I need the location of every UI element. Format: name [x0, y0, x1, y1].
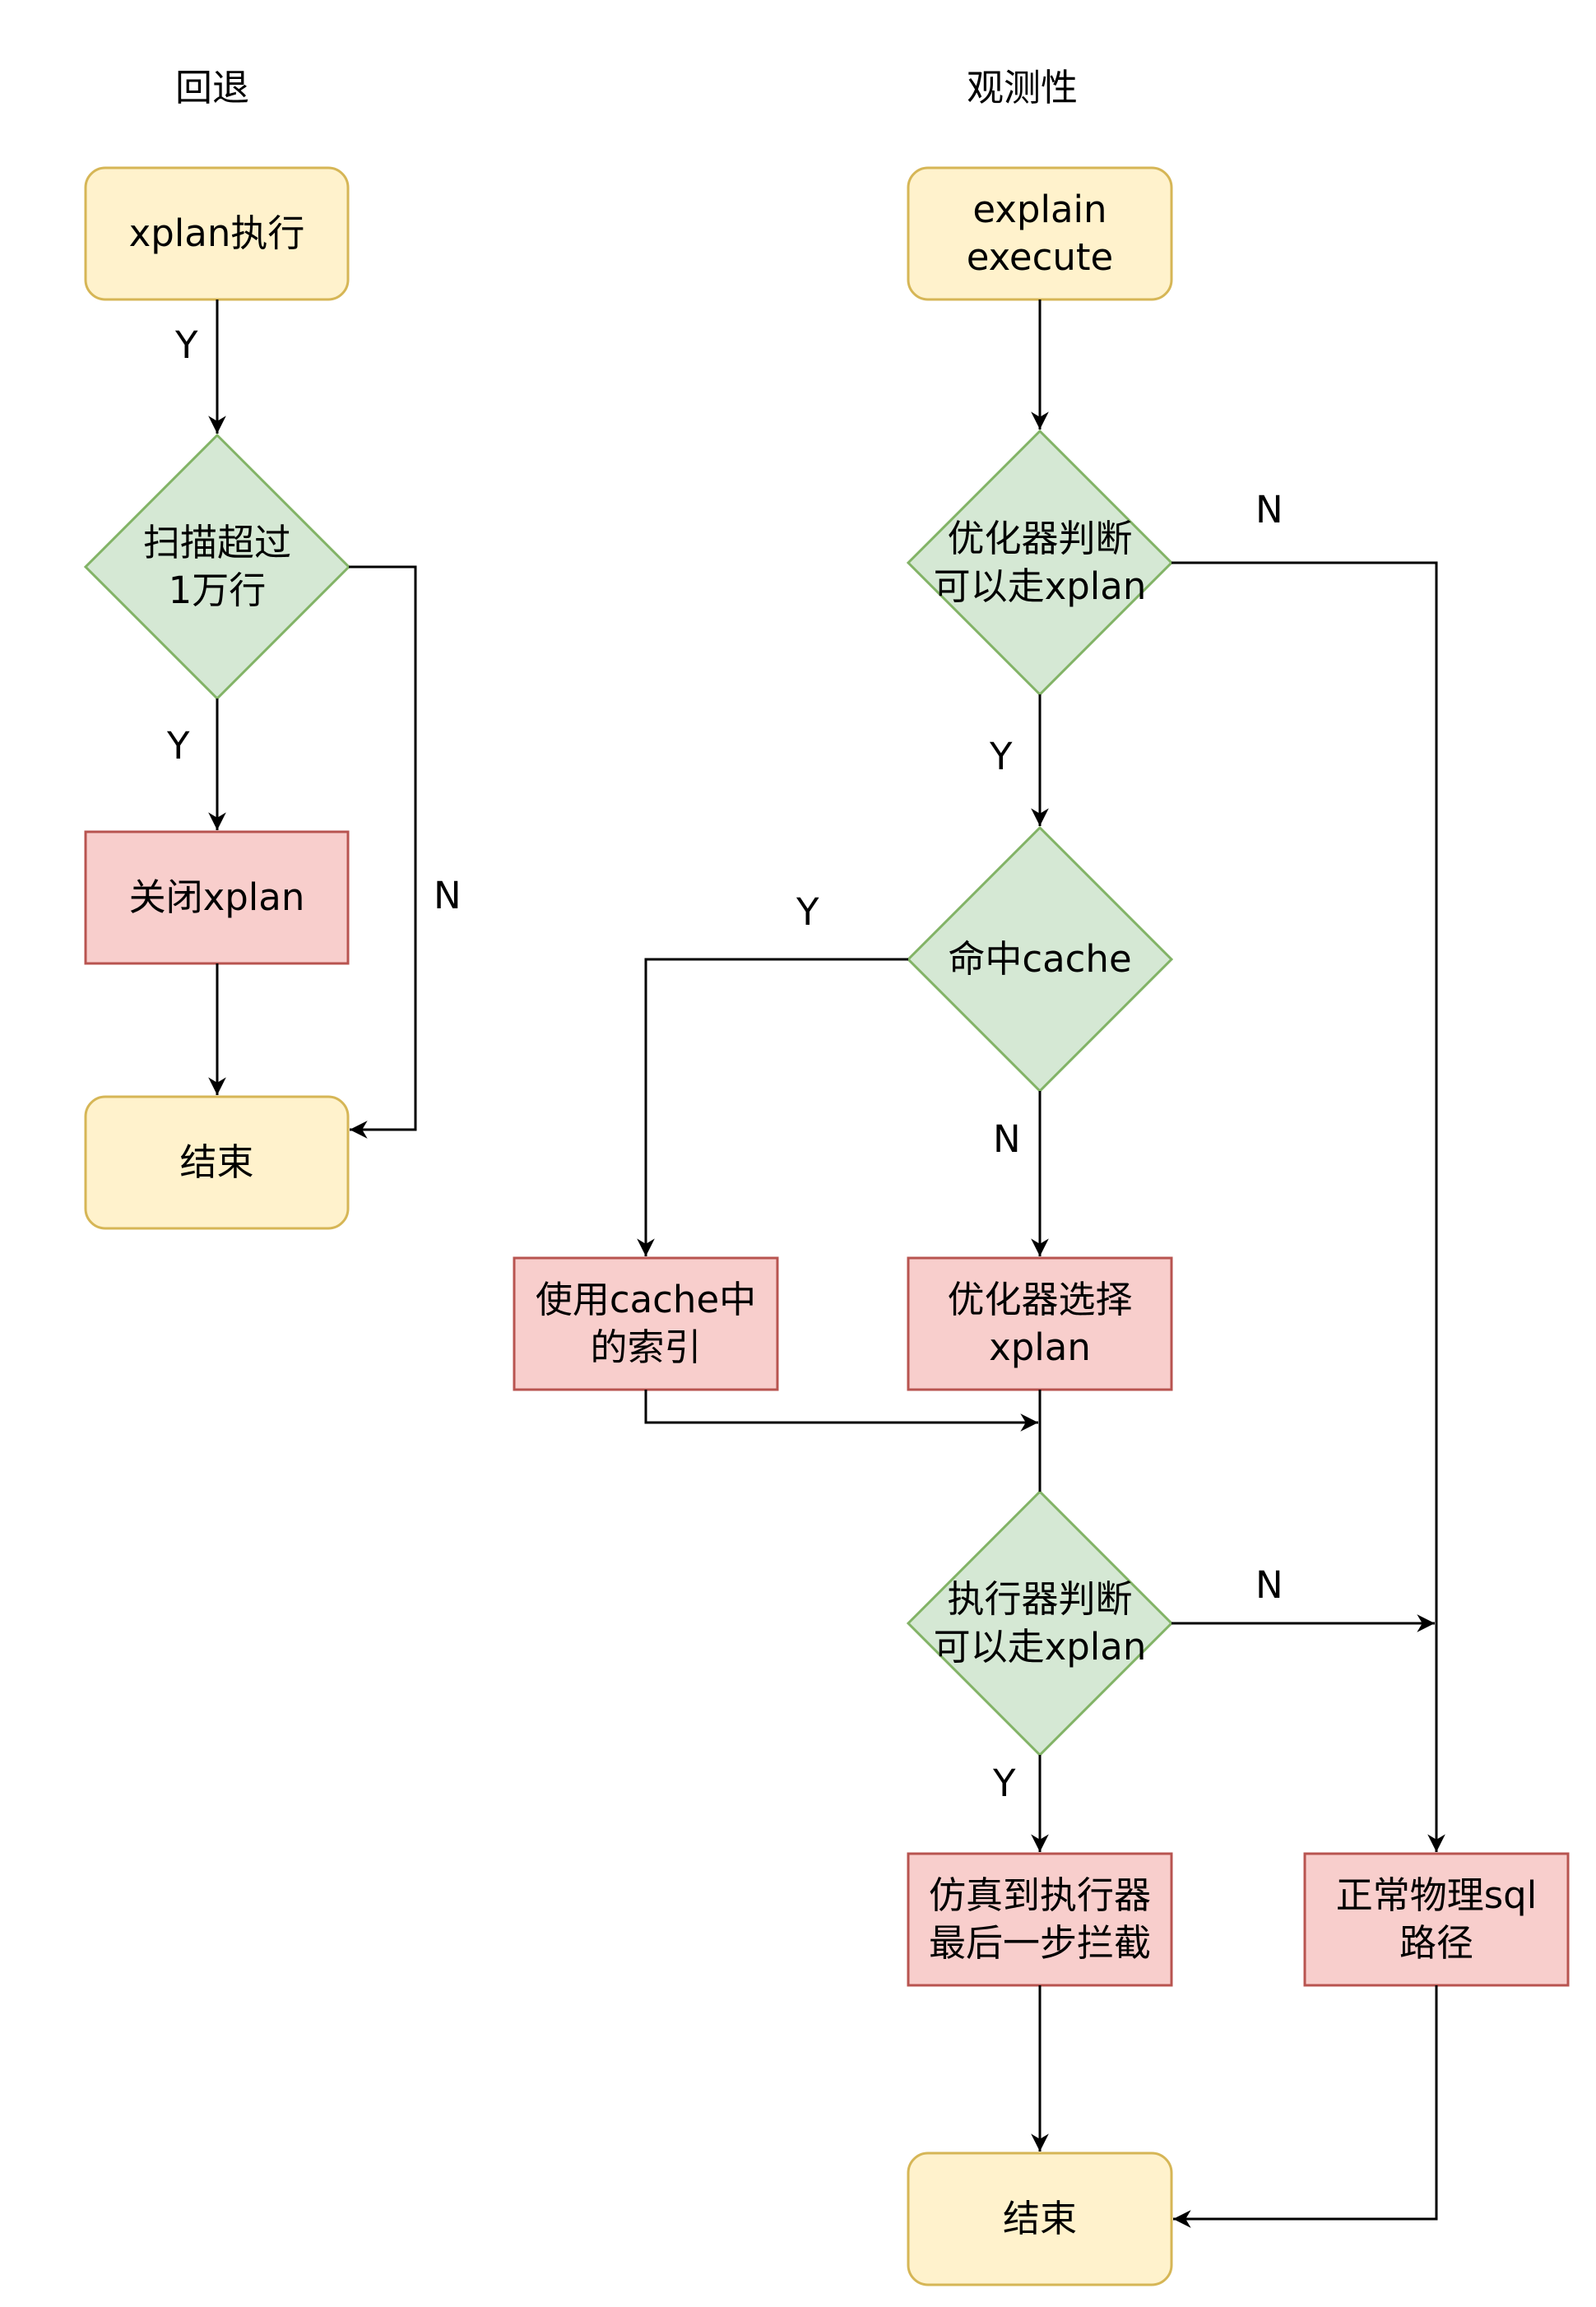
rollback-close-node [84, 830, 350, 965]
rollback-edge-label-start-y: Y [175, 323, 198, 367]
obs-use-cache-index-node [513, 1256, 779, 1391]
obs-cache-decision-label: 命中cache [948, 936, 1132, 981]
edge-obs-optimizer-no [1171, 561, 1445, 1852]
rollback-close-label: 关闭xplan [128, 875, 305, 919]
rollback-start-label: xplan执行 [128, 211, 305, 255]
obs-optimizer-decision-label: 优化器判断 可以走xplan [933, 516, 1147, 609]
obs-optimizer-choose-label: 优化器选择 xplan [947, 1277, 1133, 1370]
rollback-end-label: 结束 [179, 1140, 254, 1184]
obs-edge-label-executor-no: N [1255, 1563, 1283, 1607]
rollback-end-node [84, 1095, 350, 1230]
obs-end-node [907, 2151, 1173, 2286]
obs-executor-decision-label: 执行器判断 可以走xplan [933, 1576, 1147, 1669]
obs-edge-label-executor-yes: Y [993, 1762, 1016, 1805]
rollback-column-title: 回退 [175, 66, 250, 109]
edge-obs-normal-to-end [1173, 1985, 1438, 2228]
obs-normal-path-label: 正常物理sql 路径 [1335, 1873, 1538, 1966]
observability-column-title: 观测性 [967, 66, 1079, 109]
obs-end-label: 结束 [1002, 2196, 1077, 2240]
edge-rollback-decision-no [349, 565, 417, 1139]
obs-edge-label-optimizer-no: N [1255, 488, 1283, 531]
edge-obs-use-cache-to-merge [644, 1390, 1038, 1432]
rollback-decision-label: 扫描超过 1万行 [142, 520, 291, 613]
rollback-edge-label-no: N [434, 874, 462, 917]
obs-use-cache-index-label: 使用cache中 的索引 [535, 1277, 757, 1370]
obs-edge-label-optimizer-yes: Y [990, 735, 1013, 778]
obs-simulate-label: 仿真到执行器 最后一步拦截 [928, 1873, 1151, 1966]
obs-edge-label-cache-yes: Y [796, 890, 819, 934]
rollback-edge-label-yes: Y [167, 724, 190, 768]
obs-optimizer-choose-node [907, 1256, 1173, 1391]
obs-normal-path-node [1303, 1852, 1570, 1987]
obs-start-label: explain execute [966, 187, 1114, 280]
edge-obs-cache-yes [637, 958, 908, 1256]
obs-edge-label-cache-no: N [993, 1117, 1021, 1161]
